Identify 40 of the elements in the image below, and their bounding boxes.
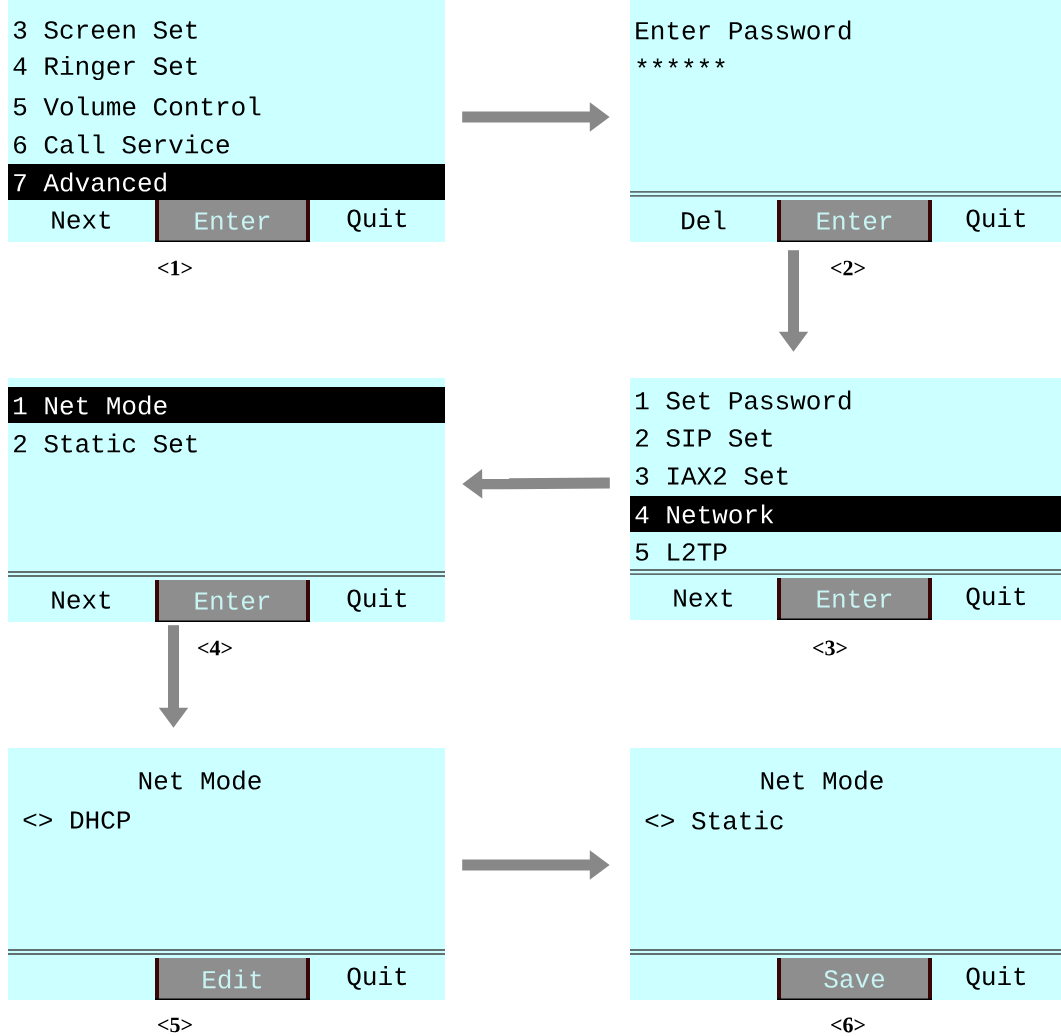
softkey-label: Next <box>52 211 110 229</box>
menu-item: 3 Screen Set <box>13 21 197 39</box>
menu-item: <> DHCP <box>23 811 130 829</box>
menu-item: 1 Set Password <box>636 390 851 410</box>
step-number: <2> <box>831 260 865 276</box>
softkey-label: Quit <box>347 588 406 612</box>
highlighted-menu-item: 1 Net Mode <box>8 387 445 423</box>
menu-item: <> Static <box>645 810 783 830</box>
menu-item: 2 Static Set <box>14 433 197 453</box>
step-number: <4> <box>198 640 232 656</box>
softkey-button: Save <box>776 958 933 1000</box>
highlighted-menu-item: 4 Network <box>630 496 1061 532</box>
menu-item: 4 Ringer Set <box>13 55 197 81</box>
softkey-button: Enter <box>154 580 311 622</box>
step-number: <5> <box>158 1017 192 1033</box>
menu-item: 5 Volume Control <box>13 96 261 116</box>
step-number: <6> <box>831 1017 865 1033</box>
softkey-button: Edit <box>154 958 311 1000</box>
softkey-label: Quit <box>966 586 1025 610</box>
softkey-label: Next <box>674 589 732 607</box>
highlighted-menu-item: 7 Advanced <box>8 164 445 200</box>
menu-item: ****** <box>637 58 725 68</box>
softkey-label: Quit <box>347 208 406 232</box>
softkey-button: Enter <box>776 200 933 242</box>
menu-item: Net Mode <box>139 770 261 790</box>
menu-item: 6 Call Service <box>14 134 229 154</box>
menu-item: 5 L2TP <box>635 543 727 561</box>
softkey-label: Del <box>682 210 726 230</box>
menu-item: 2 SIP Set <box>636 429 772 447</box>
menu-item: Enter Password <box>636 20 851 40</box>
menu-item: Net Mode <box>761 770 883 790</box>
softkey-label: Quit <box>347 966 406 990</box>
step-number: <1> <box>158 260 192 276</box>
softkey-label: Quit <box>966 208 1025 232</box>
step-number: <3> <box>813 640 847 656</box>
softkey-label: Next <box>52 591 110 609</box>
softkey-label: Quit <box>966 966 1025 990</box>
menu-item: 3 IAX2 Set <box>635 467 788 485</box>
softkey-button: Enter <box>154 200 311 242</box>
softkey-button: Enter <box>776 578 933 620</box>
